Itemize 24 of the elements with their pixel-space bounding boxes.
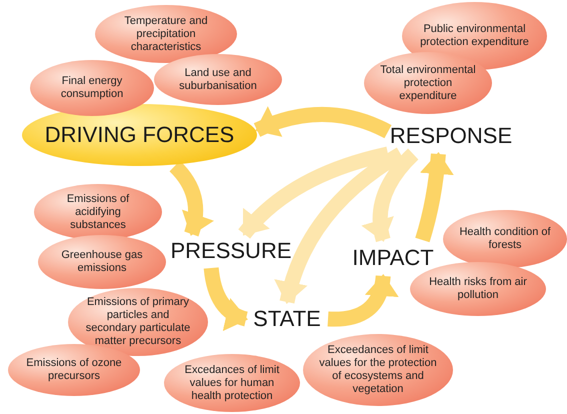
indicator-text: Emissions of primary particles and secondary particulate matter precursors [84, 296, 192, 348]
indicator-text: Health condition of forests [458, 226, 552, 252]
curved-arrow [328, 274, 398, 327]
indicator-text: Emissions of acidifying substances [66, 192, 130, 232]
indicator-text: Emissions of ozone precursors [25, 357, 123, 383]
indicator-text: Final energy consumption [60, 75, 124, 101]
stage-label: DRIVING FORCES [44, 122, 234, 148]
curved-arrow [238, 146, 390, 239]
indicator-ellipse [154, 54, 282, 105]
stage-label: IMPACT [344, 240, 442, 276]
indicator-text: Excedances of limit values for human health protection [184, 364, 280, 402]
indicator-text: Total environmental protection expenditure [379, 64, 477, 102]
indicator-ellipse [30, 60, 154, 116]
indicator-text: Land use and suburbanisation [178, 66, 258, 92]
stage-label: RESPONSE [388, 118, 514, 154]
stage-label: PRESSURE [165, 234, 297, 268]
indicator-text: Temperature and precipitation characteristics [123, 14, 209, 54]
curved-arrow [415, 152, 454, 242]
indicator-text: Exceedances of limit values for the protection of ecosystems and vegetation [318, 344, 438, 396]
indicator-text: Greenhouse gas emissions [60, 249, 144, 275]
indicator-text: Health risks from air pollution [428, 276, 528, 302]
stage-label: STATE [246, 302, 328, 336]
curved-arrow [362, 148, 419, 242]
indicator-text: Public environmental protection expenditure [419, 23, 530, 49]
